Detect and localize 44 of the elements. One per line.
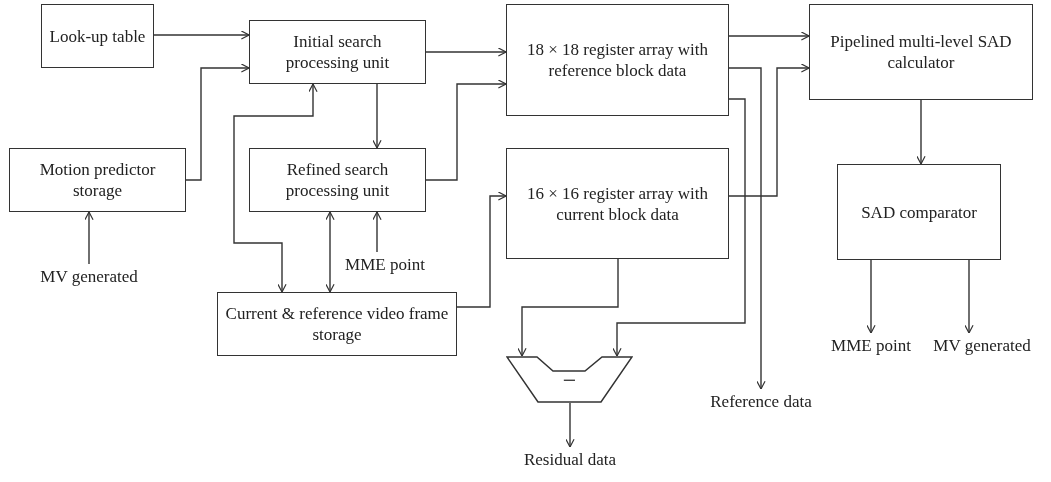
arrow (728, 67, 766, 390)
box-label: Pipelined multi-level SAD calculator (829, 31, 1013, 73)
box-label: SAD comparator (860, 201, 978, 223)
arrow (456, 191, 507, 308)
arrow (728, 63, 810, 197)
process-box (249, 148, 426, 212)
arrow (425, 47, 507, 57)
signal-label: MME point (831, 334, 911, 356)
box-label: 18 × 18 register array with reference block data (526, 39, 709, 81)
box-label: Current & reference video frame storage (224, 303, 450, 345)
arrow (866, 259, 876, 334)
arrow (185, 63, 250, 181)
process-box (9, 148, 186, 212)
arrow (425, 79, 507, 181)
process-box (217, 292, 457, 356)
arrow (153, 30, 250, 40)
process-box (249, 20, 426, 84)
arrow (517, 258, 619, 357)
box-label: Initial search processing unit (284, 31, 391, 73)
signal-label: MV generated (933, 334, 1031, 356)
arrow (612, 98, 746, 357)
process-box (809, 4, 1033, 100)
arrow (325, 211, 335, 293)
process-box (41, 4, 154, 68)
box-label: 16 × 16 register array with current block data (526, 182, 709, 225)
process-box (506, 148, 729, 259)
arrow (728, 31, 810, 41)
box-label: Refined search processing unit (284, 159, 391, 201)
box-label: Look-up table (48, 25, 147, 47)
signal-label: MME point (345, 253, 425, 275)
process-box (506, 4, 729, 116)
arrow (84, 211, 94, 265)
box-label: Motion predictor storage (38, 159, 157, 201)
operator-symbol: − (561, 368, 578, 392)
signal-label: Reference data (710, 390, 812, 412)
arrow (964, 259, 974, 334)
arrow (916, 99, 926, 165)
arrow (233, 83, 318, 293)
arrow (372, 211, 382, 253)
signal-label: Residual data (523, 448, 617, 470)
process-box (837, 164, 1001, 260)
arrow (372, 83, 382, 149)
signal-label: MV generated (40, 265, 138, 287)
arrow (565, 402, 575, 448)
